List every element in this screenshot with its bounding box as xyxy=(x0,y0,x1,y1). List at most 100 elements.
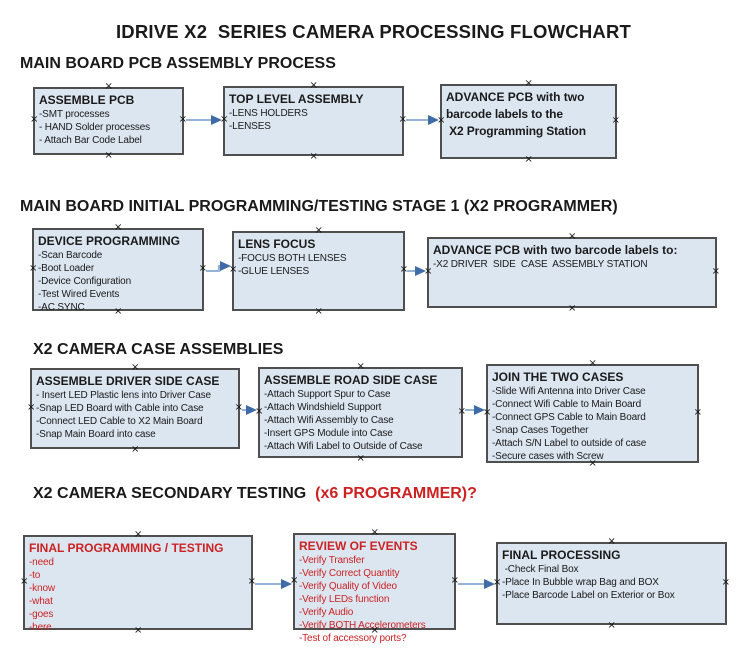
box-item: -Verify Quality of Video xyxy=(299,581,397,592)
connection-handle-icon: × xyxy=(220,114,229,125)
box-item: -Verify LEDs function xyxy=(299,594,390,605)
box-title: TOP LEVEL ASSEMBLY xyxy=(229,92,364,106)
connection-handle-icon: × xyxy=(114,222,123,233)
connection-handle-icon: × xyxy=(693,406,702,418)
box-title: ADVANCE PCB with two xyxy=(446,90,585,104)
box-item: -Verify Audio xyxy=(299,607,354,618)
connection-handle-icon: × xyxy=(450,574,459,586)
flow-box-final-programming: FINAL PROGRAMMING / TESTING-need-to-know… xyxy=(20,530,256,636)
box-title: LENS FOCUS xyxy=(238,237,316,251)
box-item: -need xyxy=(29,557,54,568)
connection-handle-icon: × xyxy=(114,306,123,317)
section-heading-text: X2 CAMERA CASE ASSEMBLIES xyxy=(33,341,284,358)
arrow-head-icon xyxy=(211,115,222,125)
box-item: -Verify Transfer xyxy=(299,555,365,566)
flow-box-advance-pcb-driver: ADVANCE PCB with two barcode labels to:-… xyxy=(424,232,720,314)
connection-handle-icon: × xyxy=(457,405,466,417)
box-item: -Verify BOTH Accelerometers xyxy=(299,620,426,631)
box-item: -X2 DRIVER SIDE CASE ASSEMBLY STATION xyxy=(433,259,648,270)
connection-handle-icon: × xyxy=(524,78,533,89)
connection-handle-icon: × xyxy=(607,620,616,631)
connection-handle-icon: × xyxy=(27,401,36,413)
box-item: -Place In Bubble wrap Bag and BOX xyxy=(502,577,659,588)
flow-box-review-of-events: REVIEW OF EVENTS -Verify Transfer -Verify … xyxy=(290,528,459,645)
connection-handle-icon: × xyxy=(309,151,318,162)
box-item: -Attach Wifi Label to Outside of Case xyxy=(264,441,423,452)
connection-handle-icon: × xyxy=(234,401,243,413)
box-item: -Snap Cases Together xyxy=(492,425,589,436)
box-item: -Insert GPS Module into Case xyxy=(264,428,393,439)
connection-handle-icon: × xyxy=(104,81,113,92)
connection-handle-icon: × xyxy=(229,264,238,275)
box-title: ASSEMBLE PCB xyxy=(39,93,135,107)
box-title: FINAL PROCESSING xyxy=(502,548,621,562)
box-title: JOIN THE TWO CASES xyxy=(492,370,624,384)
box-item: -what xyxy=(29,596,53,607)
connection-handle-icon: × xyxy=(29,262,38,274)
flow-box-lens-focus: LENS FOCUS-FOCUS BOTH LENSES-GLUE LENSES… xyxy=(229,226,408,317)
box-item: -SMT processes xyxy=(39,109,110,120)
connection-handle-icon: × xyxy=(356,361,365,372)
connection-handle-icon: × xyxy=(524,154,533,165)
section-heading-text: MAIN BOARD PCB ASSEMBLY PROCESS xyxy=(20,55,336,72)
box-item: -Slide Wifi Antenna into Driver Case xyxy=(492,386,646,397)
flow-box-device-programming: DEVICE PROGRAMMING-Scan Barcode-Boot Loa… xyxy=(29,223,207,317)
arrow-line xyxy=(206,265,221,272)
connection-handle-icon: × xyxy=(290,574,299,586)
box-item: -LENS HOLDERS xyxy=(229,108,308,119)
box-item: -Place Barcode Label on Exterior or Box xyxy=(502,590,675,601)
box-item: X2 Programming Station xyxy=(446,124,586,138)
connection-handle-icon: × xyxy=(437,114,446,126)
box-item: - Insert LED Plastic lens into Driver Ca… xyxy=(36,390,211,401)
connection-handle-icon: × xyxy=(607,536,616,547)
section-heading-text: MAIN BOARD INITIAL PROGRAMMING/TESTING S… xyxy=(20,198,618,215)
connection-handle-icon: × xyxy=(104,150,113,161)
connection-handle-icon: × xyxy=(314,225,323,236)
connection-handle-icon: × xyxy=(198,262,207,274)
box-item: -Secure cases with Screw xyxy=(492,451,604,462)
connection-handle-icon: × xyxy=(370,527,379,538)
connection-handle-icon: × xyxy=(247,575,256,587)
box-item: -FOCUS BOTH LENSES xyxy=(238,253,347,264)
connection-handle-icon: × xyxy=(255,405,264,417)
connection-handle-icon: × xyxy=(356,453,365,464)
arrow-head-icon xyxy=(484,579,495,589)
connection-handle-icon: × xyxy=(424,265,433,277)
arrow-head-icon xyxy=(474,405,485,415)
flow-box-road-side-case: ASSEMBLE ROAD SIDE CASE-Attach Support S… xyxy=(255,362,466,464)
box-item: -Check Final Box xyxy=(502,564,579,575)
connection-handle-icon: × xyxy=(398,114,407,125)
connection-handle-icon: × xyxy=(314,306,323,317)
connection-handle-icon: × xyxy=(134,529,143,540)
connection-handle-icon: × xyxy=(568,303,577,314)
flow-box-advance-pcb-station: ADVANCE PCB with two barcode labels to th… xyxy=(437,79,620,165)
box-item: -LENSES xyxy=(229,121,271,132)
box-item: -Attach Wifi Assembly to Case xyxy=(264,415,394,426)
box-item: -Attach Support Spur to Case xyxy=(264,389,391,400)
flow-box-join-two-cases: JOIN THE TWO CASES -Slide Wifi Antenna in… xyxy=(483,359,702,469)
box-item: -Attach Windshield Support xyxy=(264,402,382,413)
box-title: REVIEW OF EVENTS xyxy=(299,539,418,553)
box-item: barcode labels to the xyxy=(446,107,563,121)
box-item: -goes xyxy=(29,609,54,620)
section-heading-case-assemblies: X2 CAMERA CASE ASSEMBLIES xyxy=(33,341,283,359)
box-item: -Test Wired Events xyxy=(38,289,120,300)
connection-handle-icon: × xyxy=(134,625,143,636)
section-heading-secondary-testing: X2 CAMERA SECONDARY TESTING (x6 PROGRAMM… xyxy=(33,485,477,503)
connection-handle-icon: × xyxy=(178,114,187,125)
connection-handle-icon: × xyxy=(20,575,29,587)
box-item: -Connect GPS Cable to Main Board xyxy=(492,412,646,423)
connection-handle-icon: × xyxy=(309,80,318,91)
box-item: -AC SYNC xyxy=(38,302,85,313)
section-heading-red-text: (x6 PROGRAMMER)? xyxy=(310,485,477,502)
connection-handle-icon: × xyxy=(721,576,730,588)
page-title: IDRIVE X2 SERIES CAMERA PROCESSING FLOWC… xyxy=(115,21,632,42)
box-title: FINAL PROGRAMMING / TESTING xyxy=(29,541,224,555)
box-item: -Verify Correct Quantity xyxy=(299,568,400,579)
connection-handle-icon: × xyxy=(30,114,39,125)
section-heading-pcb-assembly: MAIN BOARD PCB ASSEMBLY PROCESS xyxy=(20,55,336,73)
flow-box-top-level-assembly: TOP LEVEL ASSEMBLY-LENS HOLDERS-LENSES××… xyxy=(220,81,407,162)
box-item: -to xyxy=(29,570,41,581)
connection-handle-icon: × xyxy=(131,362,140,373)
connection-handle-icon: × xyxy=(370,625,379,636)
